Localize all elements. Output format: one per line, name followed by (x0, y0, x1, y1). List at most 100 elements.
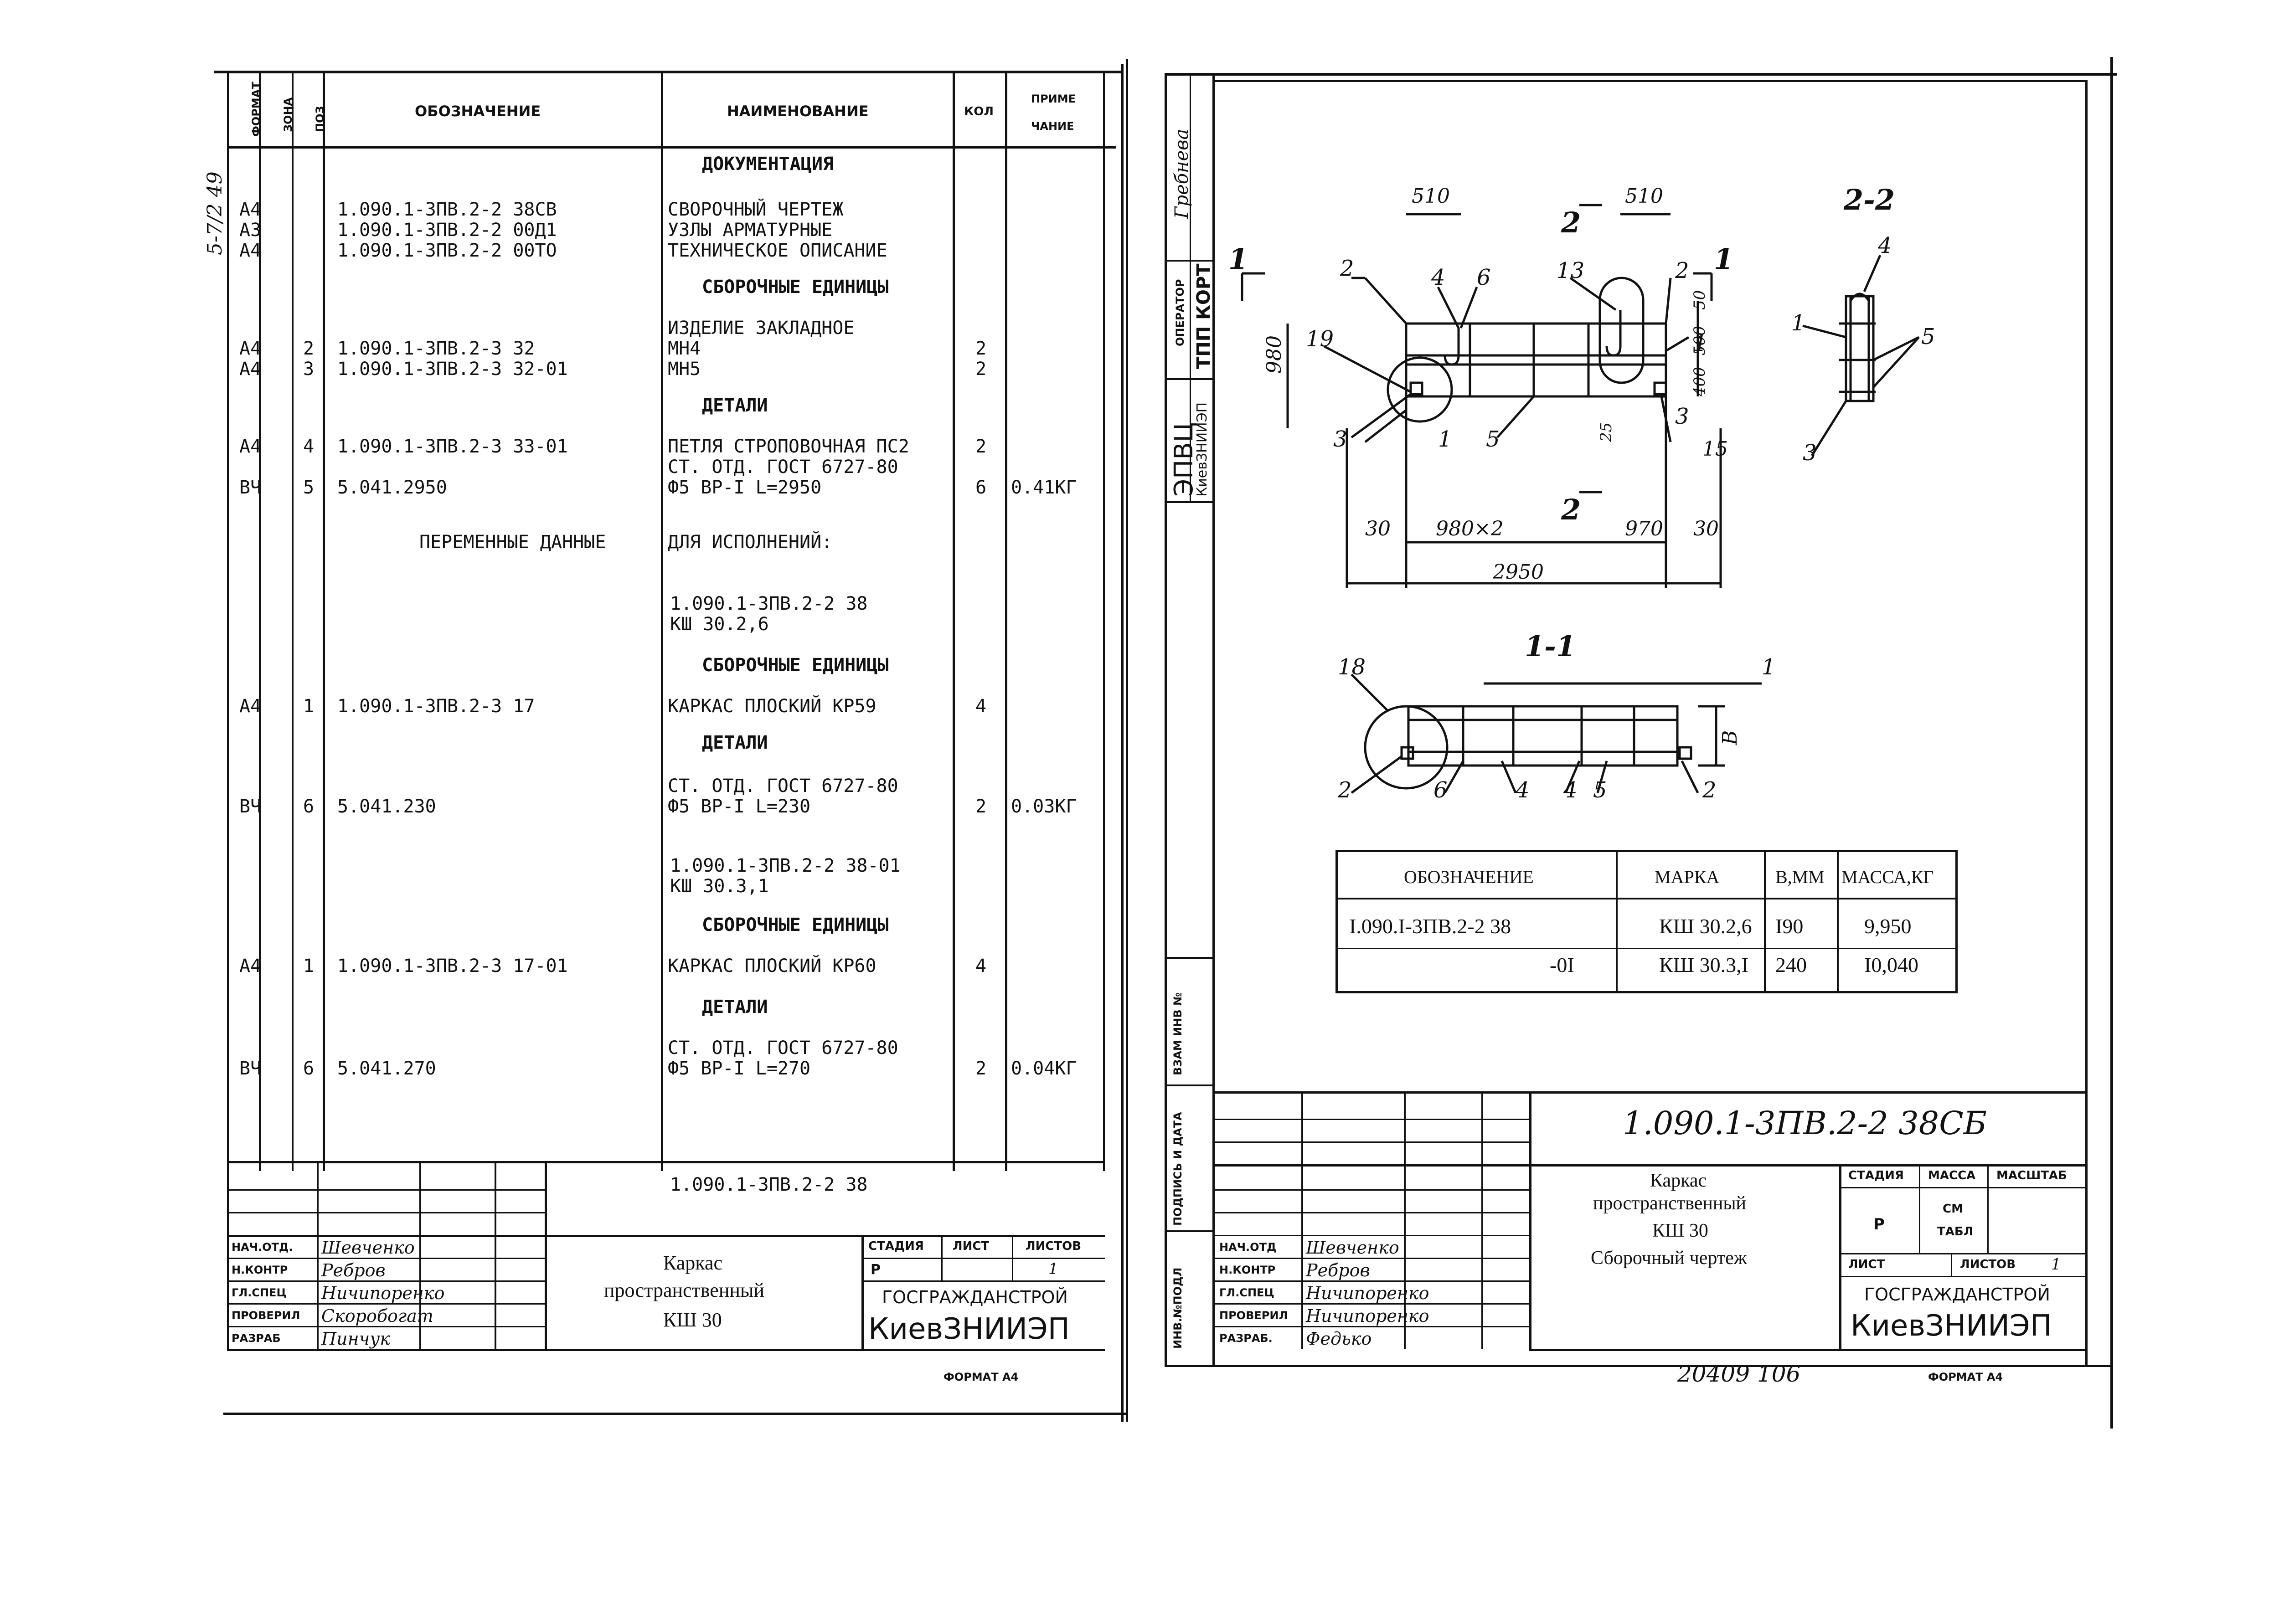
row-name: ДЕТАЛИ (702, 732, 768, 753)
left-tb-org-1: ГОСГРАЖДАНСТРОЙ (882, 1287, 1068, 1307)
section-2-2 (1845, 295, 1875, 402)
row-note: 0.04КГ (1011, 1058, 1077, 1079)
row-position: 3 (303, 359, 315, 380)
signature-name: Шевченко (1306, 1238, 1399, 1258)
row-note: 0.03КГ (1011, 796, 1077, 817)
dim-980-v: 980 (1263, 335, 1286, 374)
row-designation: 1.090.1-3ПВ.2-3 32-01 (337, 359, 568, 380)
row-name: КАРКАС ПЛОСКИЙ КР60 (668, 956, 877, 976)
right-tb-org-2: КиевЗНИИЭП (1851, 1309, 2052, 1343)
s22-callout-1: 1 (1791, 310, 1805, 336)
row-name: 1.090.1-3ПВ.2-2 38 (670, 593, 868, 614)
variants-header: МАССА,КГ (1841, 867, 1934, 887)
dim-50: 50 (1691, 290, 1709, 310)
row-format: ВЧ (239, 477, 262, 498)
col-designation: ОБОЗНАЧЕНИЕ (415, 103, 541, 120)
left-tb-sheet: 1 (1048, 1260, 1058, 1278)
row-position: 1 (303, 956, 315, 976)
s11-callout-4-a: 4 (1515, 777, 1530, 803)
right-tb-org-1: ГОСГРАЖДАНСТРОЙ (1864, 1285, 2050, 1305)
right-tb-code: 1.090.1-3ПВ.2-2 38СБ (1623, 1105, 1987, 1142)
signature-role: НАЧ.ОТД. (232, 1241, 293, 1254)
right-tb-sheet-h: ЛИСТ (1848, 1258, 1885, 1271)
signature-name: Ничипоренко (1306, 1306, 1429, 1326)
callout-1-b: 1 (1438, 427, 1452, 452)
signature-name: Ребров (321, 1260, 386, 1280)
s11-callout-1: 1 (1762, 654, 1776, 680)
row-designation: 1.090.1-3ПВ.2-2 00Д1 (337, 220, 557, 241)
row-name: СБОРОЧНЫЕ ЕДИНИЦЫ (702, 655, 889, 676)
row-name: 1.090.1-3ПВ.2-2 38-01 (670, 855, 901, 876)
variants-cell: I.090.I-3ПВ.2-2 38 (1349, 915, 1511, 938)
row-position: 6 (303, 796, 315, 817)
variants-table (1335, 850, 1958, 993)
signature-role: ПРОВЕРИЛ (1219, 1309, 1288, 1322)
row-format: А4 (239, 436, 262, 457)
label-section-2-2: 2-2 (1843, 183, 1895, 216)
signature-role: РАЗРАБ (232, 1332, 281, 1345)
side-stamp: 5-7/2 49 (203, 171, 227, 255)
right-tb-mass-h: МАССА (1928, 1169, 1976, 1182)
signature-name: Ничипоренко (1306, 1283, 1429, 1303)
row-designation: 1.090.1-3ПВ.2-3 17-01 (337, 956, 568, 976)
signature-role: Н.КОНТР (232, 1264, 288, 1276)
row-position: 6 (303, 1058, 315, 1079)
row-designation: ПЕРЕМЕННЫЕ ДАННЫЕ (419, 532, 606, 553)
right-tb-title-1: Каркас (1650, 1170, 1707, 1191)
variants-cell: 240 (1775, 953, 1807, 976)
row-quantity: 2 (975, 796, 987, 817)
row-name: Ф5 ВР-I L=2950 (668, 477, 822, 498)
loop-right-outline (1598, 277, 1645, 384)
callout-1-a: 1 (1693, 331, 1707, 356)
row-quantity: 2 (975, 338, 987, 359)
left-format-label: ФОРМАТ А4 (944, 1371, 1019, 1383)
signature-name: Федько (1306, 1329, 1372, 1349)
left-tb-title-2: пространственный (604, 1279, 765, 1301)
row-format: А3 (239, 220, 262, 241)
row-format: А4 (239, 956, 262, 976)
variants-header: МАРКА (1655, 867, 1720, 887)
row-quantity: 4 (975, 956, 987, 976)
left-tb-stage: Р (871, 1262, 881, 1278)
row-position: 4 (303, 436, 315, 457)
left-tb-title-3: КШ 30 (663, 1309, 722, 1331)
left-tb-sheets-h: ЛИСТОВ (1026, 1239, 1082, 1253)
dim-25: 25 (1597, 422, 1615, 442)
s11-callout-18: 18 (1338, 654, 1366, 680)
row-name: Ф5 ВР-I L=270 (668, 1058, 811, 1079)
s22-callout-3: 3 (1803, 440, 1817, 466)
signature-role: Н.КОНТР (1219, 1264, 1276, 1276)
right-tb-scale-h: МАСШТАБ (1996, 1169, 2067, 1182)
row-name: ДЛЯ ИСПОЛНЕНИЙ: (668, 532, 833, 553)
right-tb-stage: Р (1873, 1215, 1885, 1233)
row-quantity: 2 (975, 1058, 987, 1079)
row-name: СБОРОЧНЫЕ ЕДИНИЦЫ (702, 915, 889, 935)
cut-1-left: 1 (1228, 242, 1248, 276)
side-sign: ПОДПИСЬ И ДАТА (1171, 1112, 1184, 1226)
cut-2-top: 2 (1561, 206, 1581, 239)
row-format: ВЧ (239, 1058, 262, 1079)
cut-1-right: 1 (1714, 242, 1733, 276)
row-format: А4 (239, 359, 262, 380)
signature-name: Шевченко (321, 1238, 415, 1258)
right-tb-title-3: КШ 30 (1652, 1220, 1708, 1241)
row-format: А4 (239, 338, 262, 359)
row-designation: 1.090.1-3ПВ.2-3 32 (337, 338, 535, 359)
row-name: СВОРОЧНЫЙ ЧЕРТЕЖ (668, 199, 844, 220)
dim-500: 500 (1691, 326, 1709, 355)
right-tb-scale-2: ТАБЛ (1937, 1225, 1974, 1239)
row-note: 0.41КГ (1011, 477, 1077, 498)
col-qty: КОЛ (964, 105, 994, 118)
row-name: ДОКУМЕНТАЦИЯ (702, 154, 834, 175)
cut-2-bottom: 2 (1561, 493, 1581, 526)
row-name: КШ 30.2,6 (670, 614, 769, 635)
row-designation: 5.041.2950 (337, 477, 447, 498)
row-name: ТЕХНИЧЕСКОЕ ОПИСАНИЕ (668, 240, 887, 261)
left-tb-title-1: Каркас (663, 1252, 723, 1274)
s11-callout-2-a: 2 (1337, 777, 1352, 803)
side-inv: ВЗАМ ИНВ № (1171, 992, 1184, 1075)
variants-header: В,ММ (1775, 867, 1825, 887)
row-name: ПЕТЛЯ СТРОПОВОЧНАЯ ПС2 (668, 436, 909, 457)
callout-13: 13 (1557, 258, 1584, 283)
row-position: 5 (303, 477, 315, 498)
